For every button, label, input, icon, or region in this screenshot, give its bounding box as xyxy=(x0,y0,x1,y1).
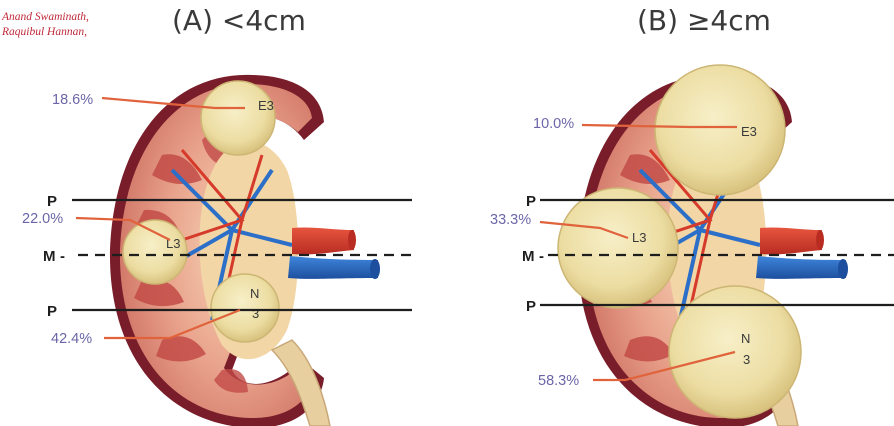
tumor-label: E3 xyxy=(741,124,757,139)
plane-label-dash: - xyxy=(60,248,65,265)
plane-label-p: P xyxy=(526,193,536,210)
renal-artery xyxy=(760,227,822,254)
tumor-hilar xyxy=(211,274,279,342)
tumor-exophytic xyxy=(655,65,785,195)
percent-label: 58.3% xyxy=(538,373,579,389)
renal-vein xyxy=(288,256,378,279)
tumor-label: E3 xyxy=(258,98,274,113)
tumor-lateral xyxy=(123,220,187,284)
tumor-label-line2: 3 xyxy=(252,306,259,321)
percent-label: 18.6% xyxy=(52,92,93,108)
plane-label-p: P xyxy=(47,193,57,210)
percent-label: 22.0% xyxy=(22,211,63,227)
tumor-exophytic xyxy=(201,81,275,155)
tumor-label-line2: 3 xyxy=(743,352,750,367)
plane-label-m: M xyxy=(522,248,535,265)
plane-label-p: P xyxy=(47,303,57,320)
renal-artery xyxy=(292,227,354,254)
tumor-label-line1: N xyxy=(250,286,259,301)
tumor-label-line1: N xyxy=(741,331,750,346)
percent-label: 42.4% xyxy=(51,331,92,347)
plane-label-p: P xyxy=(526,298,536,315)
tumor-lateral xyxy=(558,188,678,308)
percent-label: 10.0% xyxy=(533,116,574,132)
renal-vein xyxy=(756,256,846,279)
plane-label-m: M xyxy=(43,248,56,265)
tumor-label: L3 xyxy=(632,230,646,245)
percent-label: 33.3% xyxy=(490,212,531,228)
plane-label-dash: - xyxy=(539,248,544,265)
